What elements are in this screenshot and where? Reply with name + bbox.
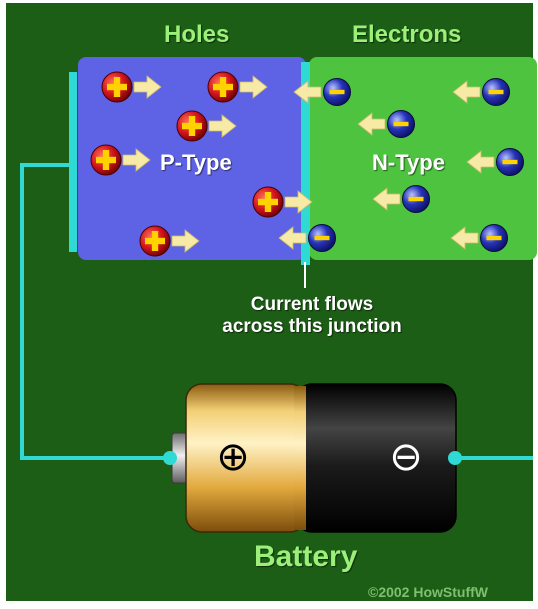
p-type-region [78,57,306,260]
battery-label: Battery [254,540,358,573]
battery-positive-symbol: ⊕ [216,434,250,480]
junction-line [301,62,310,265]
holes-label: Holes [164,21,230,48]
battery-seam [294,386,306,530]
p-type-label: P-Type [160,150,232,175]
positive-terminal-dot [163,451,177,465]
junction-caption-line1: Current flows [250,294,374,315]
copyright-notice: ©2002 HowStuffW [368,584,488,600]
p-side-electrode [69,72,77,252]
battery: ⊕ ⊖ [163,383,462,533]
electrons-label: Electrons [352,21,462,48]
n-type-region [309,57,537,260]
n-type-label: N-Type [372,150,445,175]
junction-caption-line2: across this junction [222,316,402,337]
battery-negative-half [295,383,457,533]
battery-negative-symbol: ⊖ [389,434,423,480]
junction-caption: Current flows across this junction [170,294,454,338]
left-wire [20,163,170,460]
negative-terminal-dot [448,451,462,465]
